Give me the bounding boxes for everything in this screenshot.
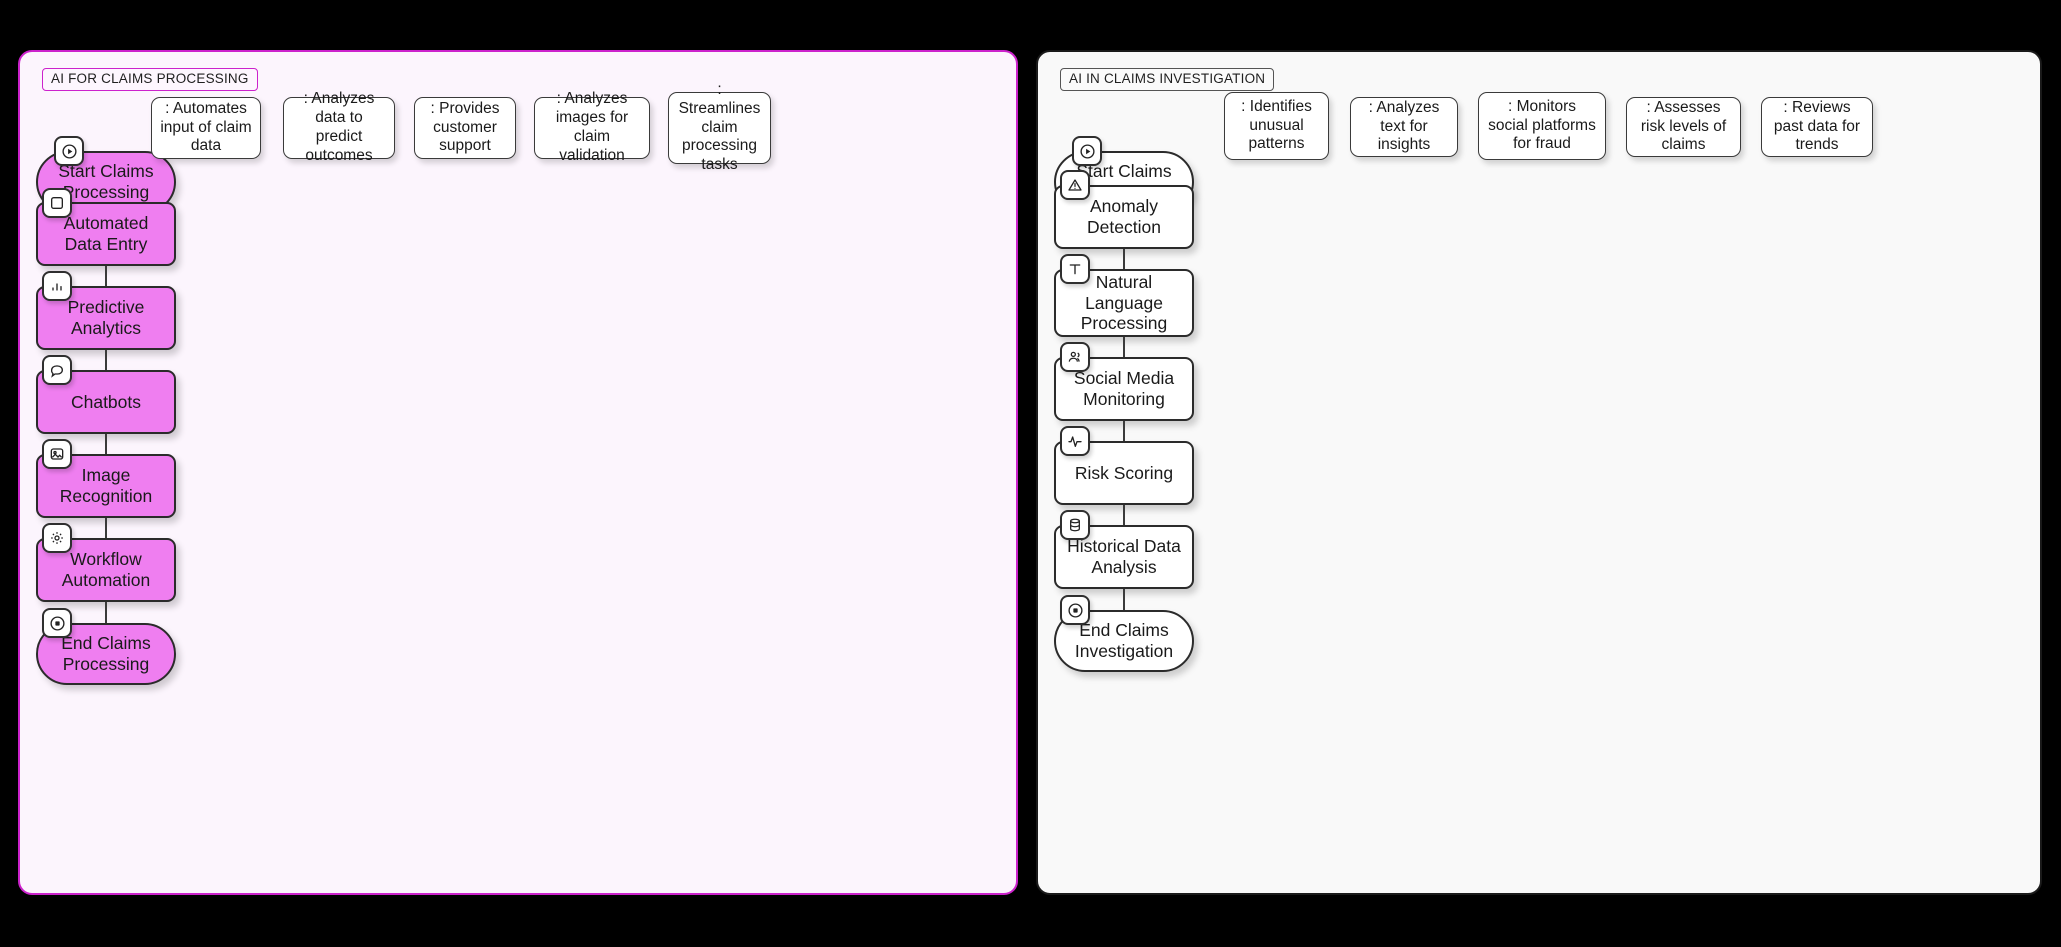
- node-label: Predictive Analytics: [67, 297, 145, 338]
- node-label: End Claims Investigation: [1074, 620, 1174, 661]
- connector: [105, 350, 107, 382]
- node-label: Historical Data Analysis: [1067, 536, 1181, 577]
- database-icon: [1060, 510, 1090, 540]
- note-text: : Analyzes text for insights: [1368, 98, 1440, 154]
- connector: [105, 602, 107, 636]
- connector: [1123, 589, 1125, 623]
- note-box[interactable]: : Streamlines claim processing tasks: [668, 81, 771, 173]
- note-text: : Assesses risk levels of claims: [1640, 98, 1727, 154]
- note-text: : Provides customer support: [430, 99, 500, 155]
- node-label: Automated Data Entry: [63, 213, 149, 254]
- node-risk-scoring[interactable]: Risk Scoring: [1054, 441, 1194, 505]
- node-label: Chatbots: [70, 391, 142, 412]
- note-text: : Monitors social platforms for fraud: [1488, 97, 1596, 153]
- connector: [1123, 249, 1125, 281]
- node-label: Workflow Automation: [61, 549, 151, 590]
- node-end-claims-investigation[interactable]: End Claims Investigation: [1054, 610, 1194, 672]
- note-box[interactable]: : Assesses risk levels of claims: [1626, 97, 1741, 157]
- activity-pulse-icon: [1060, 426, 1090, 456]
- note-box[interactable]: : Analyzes images for claim validation: [534, 90, 650, 164]
- note-box[interactable]: : Monitors social platforms for fraud: [1478, 92, 1606, 160]
- message-icon: [42, 355, 72, 385]
- stop-circle-icon: [1060, 595, 1090, 625]
- note-box[interactable]: : Reviews past data for trends: [1761, 97, 1873, 157]
- panel-ai-in-claims-investigation[interactable]: AI IN CLAIMS INVESTIGATION Start Claims …: [1036, 50, 2042, 895]
- note-text: : Streamlines claim processing tasks: [678, 80, 761, 174]
- note-text: : Reviews past data for trends: [1773, 98, 1861, 154]
- text-t-icon: [1060, 254, 1090, 284]
- note-text: : Analyzes images for claim validation: [555, 90, 629, 164]
- note-box[interactable]: : Analyzes data to predict outcomes: [283, 90, 395, 164]
- node-label: Start Claims Processing: [58, 161, 154, 202]
- note-box[interactable]: : Analyzes text for insights: [1350, 97, 1458, 157]
- alert-triangle-icon: [1060, 170, 1090, 200]
- users-icon: [1060, 342, 1090, 372]
- connector: [105, 518, 107, 550]
- note-box[interactable]: : Automates input of claim data: [151, 97, 261, 159]
- play-circle-icon: [1072, 136, 1102, 166]
- node-predictive-analytics[interactable]: Predictive Analytics: [36, 286, 176, 350]
- note-text: : Identifies unusual patterns: [1241, 97, 1312, 153]
- node-image-recognition[interactable]: Image Recognition: [36, 454, 176, 518]
- stop-circle-icon: [42, 608, 72, 638]
- connector: [105, 266, 107, 298]
- note-text: : Automates input of claim data: [160, 99, 252, 155]
- panel-title-right: AI IN CLAIMS INVESTIGATION: [1060, 68, 1275, 92]
- node-label: End Claims Processing: [61, 633, 151, 674]
- square-icon: [42, 188, 72, 218]
- gear-icon: [42, 523, 72, 553]
- node-label: Risk Scoring: [1074, 462, 1174, 483]
- panel-ai-for-claims-processing[interactable]: AI FOR CLAIMS PROCESSING Start Claims Pr…: [18, 50, 1018, 895]
- connector: [105, 434, 107, 466]
- connector: [1123, 421, 1125, 453]
- node-natural-language-processing[interactable]: Natural Language Processing: [1054, 269, 1194, 337]
- note-box[interactable]: : Identifies unusual patterns: [1224, 92, 1329, 160]
- image-icon: [42, 439, 72, 469]
- note-text: : Analyzes data to predict outcomes: [303, 90, 375, 164]
- node-label: Anomaly Detection: [1087, 196, 1161, 237]
- connector: [1123, 505, 1125, 537]
- panel-title-left: AI FOR CLAIMS PROCESSING: [42, 68, 258, 92]
- note-box[interactable]: : Provides customer support: [414, 97, 516, 159]
- connector: [1123, 337, 1125, 369]
- bar-chart-icon: [42, 271, 72, 301]
- node-label: Image Recognition: [59, 465, 153, 506]
- play-circle-icon: [54, 136, 84, 166]
- node-label: Social Media Monitoring: [1073, 368, 1175, 409]
- node-label: Natural Language Processing: [1080, 272, 1168, 334]
